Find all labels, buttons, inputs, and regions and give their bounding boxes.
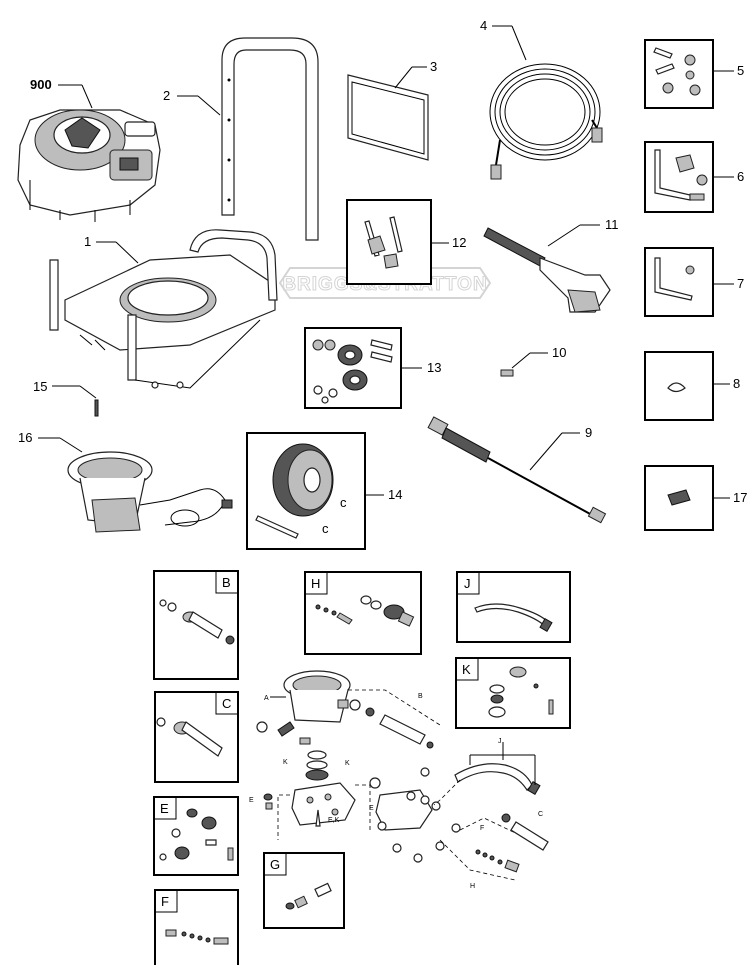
callout-6: 6 (737, 169, 744, 184)
handle-part-2 (221, 37, 319, 241)
kit-c-parts (156, 717, 223, 757)
svg-text:c: c (340, 495, 347, 510)
kit-k-parts (488, 666, 554, 718)
pump-label-f: F (480, 825, 484, 832)
pump-label-k2: K (345, 760, 350, 767)
wheel-part-14: c c (255, 443, 347, 539)
kit-box-k (455, 657, 571, 729)
kit-j-letter: J (464, 576, 471, 591)
bolts-part-12 (364, 216, 403, 269)
callout-15: 15 (33, 379, 47, 394)
kit-box-c (154, 691, 239, 783)
panel-part-3 (347, 74, 429, 161)
kit-j-parts (474, 603, 553, 633)
kit-f-parts (165, 929, 229, 945)
pump-label-e1: E (249, 797, 254, 804)
rod-part-7 (654, 257, 695, 301)
pump-label-b: B (418, 693, 423, 700)
kit-e-parts (159, 808, 234, 861)
callout-900: 900 (30, 77, 52, 92)
wand-part-9 (427, 416, 607, 524)
kit-f-letter: F (161, 894, 169, 909)
pump-label-k1: K (283, 759, 288, 766)
bracket-part-6 (654, 149, 708, 201)
adapter-part-17 (667, 489, 691, 506)
callout-7: 7 (737, 276, 744, 291)
callout-5: 5 (737, 63, 744, 78)
kit-e-letter: E (160, 801, 169, 816)
callout-4: 4 (480, 18, 487, 33)
callout-14: 14 (388, 487, 402, 502)
callout-16: 16 (18, 430, 32, 445)
clip-part-8 (667, 382, 686, 393)
pump-label-c: C (538, 811, 543, 818)
pump-exploded-view (256, 670, 549, 881)
kit-g-letter: G (270, 857, 280, 872)
callout-8: 8 (733, 376, 740, 391)
callout-12: 12 (452, 235, 466, 250)
kit-k-letter: K (462, 662, 471, 677)
pump-label-h: H (470, 883, 475, 890)
kit-c-letter: C (222, 696, 231, 711)
bearings-part-13 (312, 339, 393, 404)
kit-h-letter: H (311, 576, 320, 591)
callout-1: 1 (84, 234, 91, 249)
kit-box-f (154, 889, 239, 965)
pump-label-e2: E (369, 805, 374, 812)
pump-label-ek: E,K (328, 817, 340, 824)
pump-label-j: J (498, 738, 502, 745)
nozzle-part-10 (500, 369, 514, 377)
callout-2: 2 (163, 88, 170, 103)
pump-label-a: A (264, 695, 269, 702)
callout-3: 3 (430, 59, 437, 74)
callout-13: 13 (427, 360, 441, 375)
kit-b-parts (159, 599, 235, 645)
pump-part-16 (67, 451, 233, 533)
callout-9: 9 (585, 425, 592, 440)
screws-part-5 (653, 47, 701, 96)
engine-900 (17, 109, 161, 222)
kit-h-parts (315, 595, 415, 627)
kit-box-12 (346, 199, 432, 285)
kit-g-parts (285, 882, 332, 910)
pin-part-15 (94, 399, 99, 417)
callout-17: 17 (733, 490, 747, 505)
frame-part-1 (49, 229, 278, 389)
spray-gun-part-11 (483, 227, 611, 313)
svg-text:c: c (322, 521, 329, 536)
callout-11: 11 (605, 217, 619, 232)
kit-b-letter: B (222, 575, 231, 590)
hose-part-4 (489, 63, 603, 180)
callout-10: 10 (552, 345, 566, 360)
